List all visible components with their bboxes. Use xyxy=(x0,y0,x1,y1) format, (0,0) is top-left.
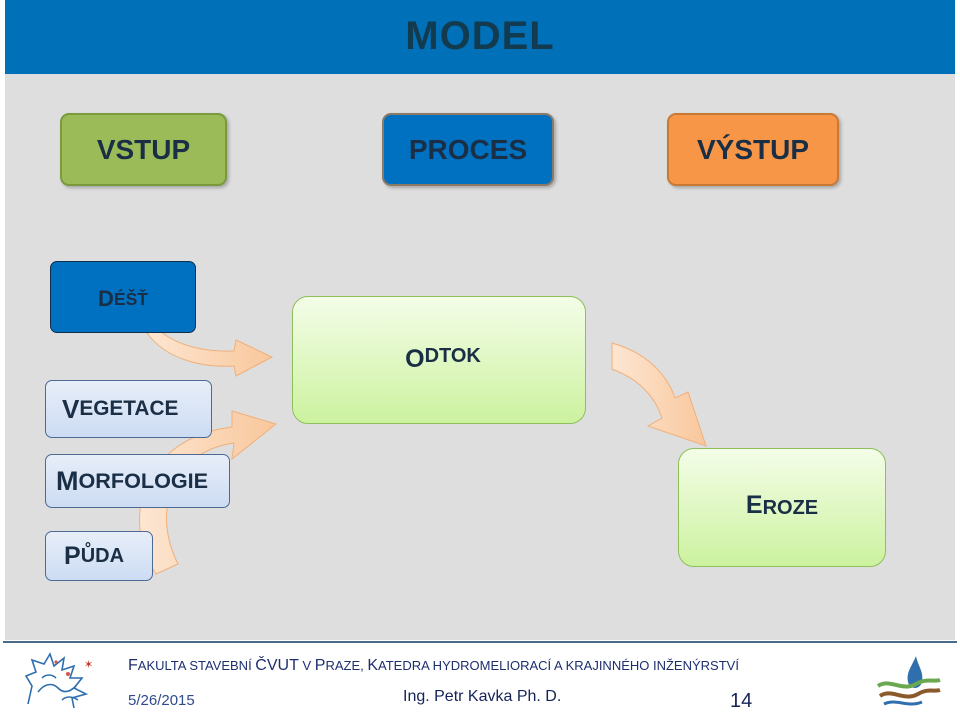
output-arrow xyxy=(611,342,707,447)
svg-text:✶: ✶ xyxy=(84,658,93,671)
faculty-part-3-rest: RAZE, xyxy=(325,658,368,673)
slide-date: 5/26/2015 xyxy=(128,692,195,709)
output-header: VÝSTUP xyxy=(667,113,839,186)
page-number: 14 xyxy=(730,690,753,712)
soil-label-first: P xyxy=(64,541,81,570)
faculty-part-2-first: ČVUT xyxy=(255,657,299,674)
rain-label-first: D xyxy=(97,286,114,311)
title-bar: MODEL xyxy=(5,0,955,74)
rain-arrow xyxy=(146,330,274,377)
cvut-lion-logo-icon: ✶ xyxy=(24,652,93,709)
slide-title: MODEL xyxy=(405,14,555,58)
erosion-label-rest: ROZE xyxy=(762,497,819,519)
faculty-part-2-rest: V xyxy=(298,658,315,673)
vegetation-label-first: V xyxy=(62,393,80,424)
slide-author: Ing. Petr Kavka Ph. D. xyxy=(403,688,562,705)
runoff-label-rest: DTOK xyxy=(424,345,481,367)
inputs-arrow xyxy=(139,410,278,575)
faculty-part-1-first: F xyxy=(128,657,138,674)
faculty-part-4-first: K xyxy=(367,657,379,674)
rain-label-rest: ÉŠŤ xyxy=(113,288,149,309)
faculty-part-3-first: P xyxy=(314,657,326,674)
erosion-label-first: E xyxy=(745,491,763,519)
faculty-line: FAKULTA STAVEBNÍ ČVUT V PRAZE, KATEDRA H… xyxy=(128,657,739,675)
faculty-part-4-rest: ATEDRA HYDROMELIORACÍ A KRAJINNÉHO INŽEN… xyxy=(378,658,739,673)
faculty-part-1-rest: AKULTA STAVEBNÍ xyxy=(137,658,256,673)
soil-label-rest: ŮDA xyxy=(80,544,125,567)
footer-divider xyxy=(3,641,957,643)
runoff-label-first: O xyxy=(405,345,425,373)
vegetation-label-rest: EGETACE xyxy=(79,397,179,420)
water-landscape-logo-icon xyxy=(876,656,941,706)
input-header: VSTUP xyxy=(60,113,227,186)
morphology-label-first: M xyxy=(56,465,79,496)
process-header: PROCES xyxy=(382,113,554,186)
morphology-label-rest: ORFOLOGIE xyxy=(78,468,209,493)
